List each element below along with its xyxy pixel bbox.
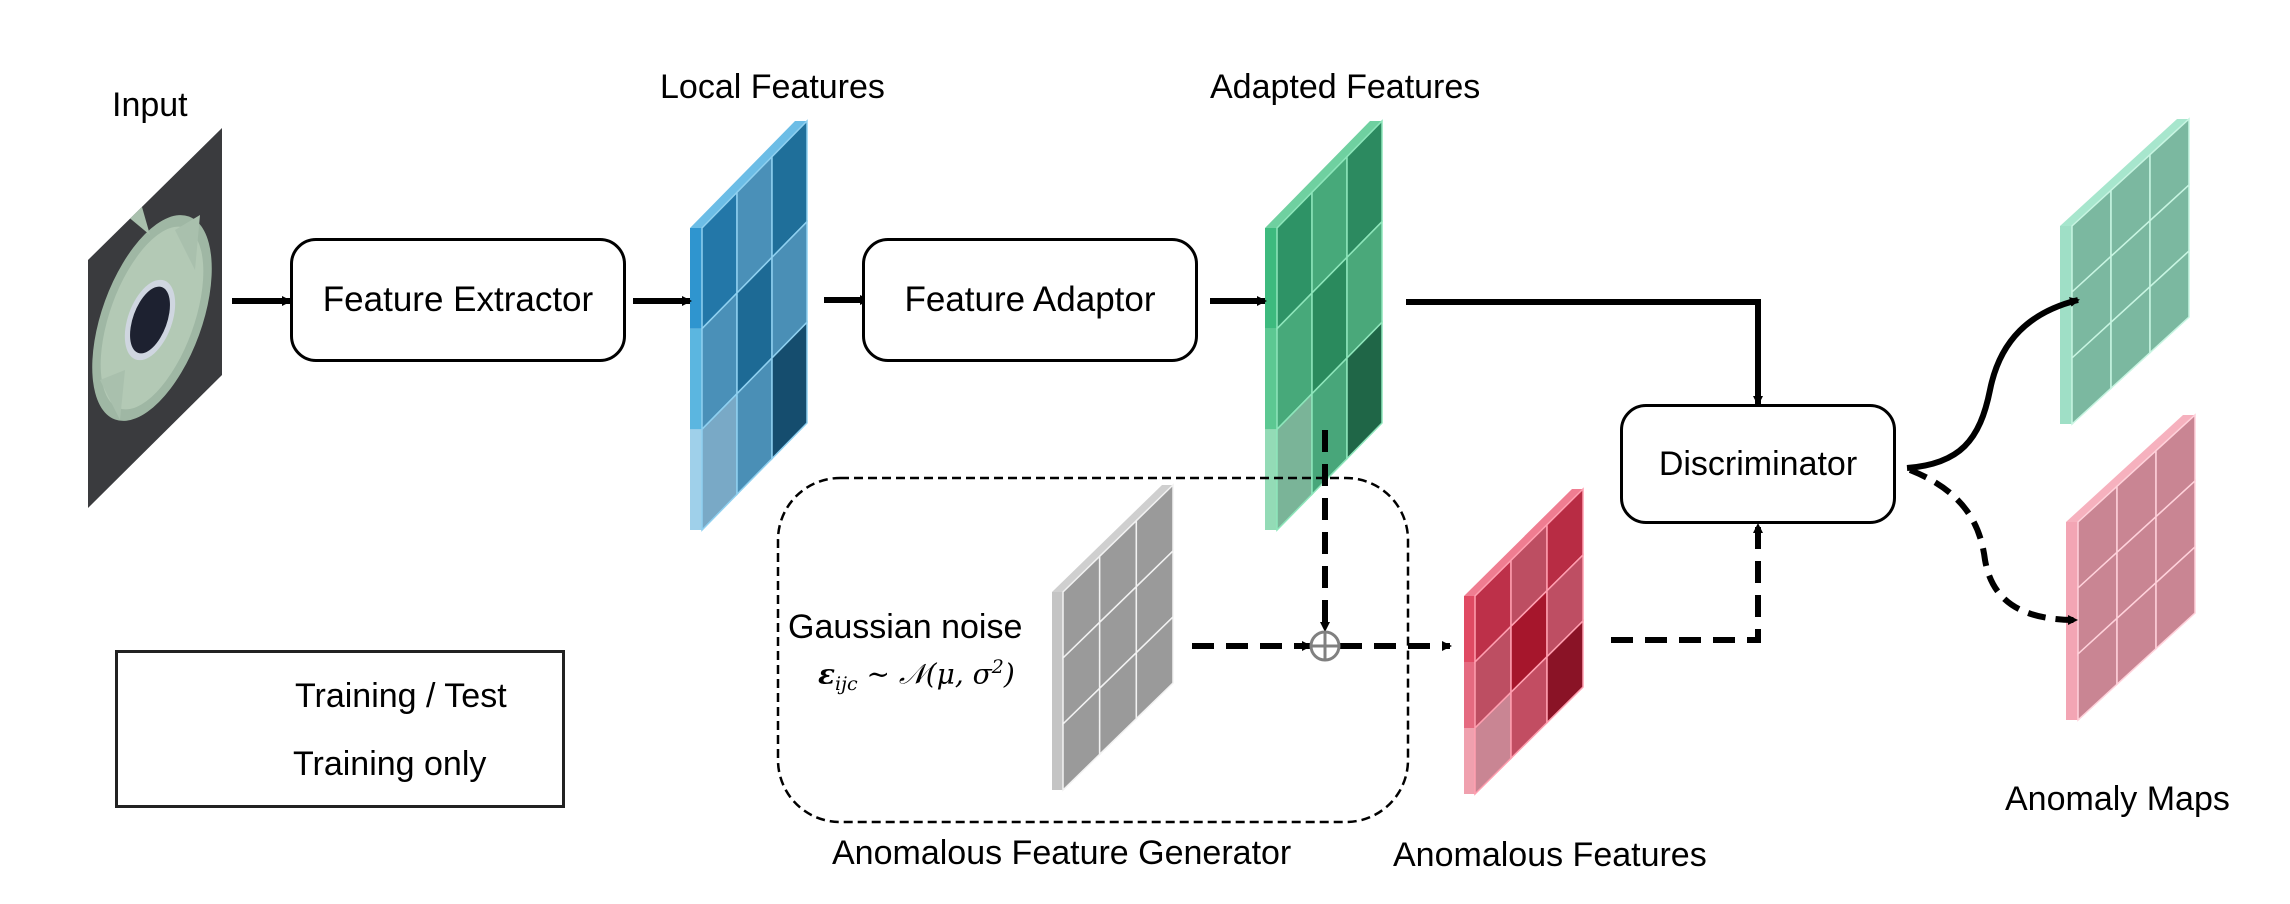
anomalous-features-map <box>1464 487 1584 796</box>
feature-adaptor-label: Feature Adaptor <box>904 280 1156 319</box>
formula-power: 2 <box>991 656 1004 678</box>
formula-epsilon: ε <box>818 657 836 691</box>
input-object <box>92 200 212 421</box>
sum-node-icon <box>1309 630 1341 662</box>
input-label: Input <box>112 86 188 124</box>
map-top-edge <box>2060 119 2189 226</box>
anomalous-features-label: Anomalous Features <box>1393 836 1707 874</box>
formula-close: ) <box>1003 657 1015 691</box>
map-top-edge <box>1464 489 1583 596</box>
feature-adaptor-box: Feature Adaptor <box>862 238 1198 362</box>
anomaly-map-normal <box>2060 117 2190 426</box>
map-top-edge <box>2066 415 2195 522</box>
map-side-segment <box>1265 429 1277 530</box>
map-side-segment <box>690 328 702 430</box>
adapted-features-map <box>1265 119 1383 532</box>
gaussian-noise-formula: εijc ~ 𝒩(μ, σ2) <box>818 656 1015 695</box>
map-cell <box>2155 545 2196 651</box>
arrow-discriminator-to-normal-map <box>1906 297 2080 471</box>
local-features-map <box>690 119 808 532</box>
map-side-segment <box>2060 292 2072 358</box>
map-side-segment <box>1052 592 1063 658</box>
anomalous-feature-generator-container <box>776 476 1410 824</box>
map-cell <box>1346 320 1383 461</box>
solid-arrows <box>232 295 2080 471</box>
arrow-discriminator-to-anomaly-map <box>1908 467 2078 625</box>
feature-extractor-label: Feature Extractor <box>322 280 594 319</box>
map-side-segment <box>1265 228 1277 329</box>
map-side-segment <box>1464 728 1475 794</box>
gaussian-noise-map <box>1052 483 1174 792</box>
map-side-segment <box>2066 522 2078 588</box>
formula-subscript: ijc <box>835 672 858 695</box>
map-side-segment <box>1265 328 1277 430</box>
anomaly-map-anomalous <box>2066 413 2196 722</box>
arrow-adapted-to-discriminator <box>1406 299 1763 406</box>
map-cell <box>2149 249 2190 355</box>
map-side-segment <box>2066 654 2078 720</box>
arrow-anomalous-to-discriminator <box>1611 523 1763 643</box>
legend-solid-label: Training / Test <box>295 677 507 715</box>
map-side-segment <box>2060 226 2072 292</box>
generator-label: Anomalous Feature Generator <box>832 834 1292 872</box>
formula-params: (μ, σ <box>925 657 992 691</box>
feature-extractor-box: Feature Extractor <box>290 238 626 362</box>
map-side-segment <box>1464 662 1475 728</box>
map-top-edge <box>1052 485 1173 592</box>
legend-dashed-label: Training only <box>293 745 487 783</box>
legend: Training / Test Training only <box>115 650 565 808</box>
anomaly-maps-label: Anomaly Maps <box>2005 780 2230 818</box>
formula-distribution: 𝒩 <box>898 657 926 691</box>
adapted-features-label: Adapted Features <box>1210 68 1481 106</box>
map-top-edge <box>690 121 807 228</box>
map-top-edge <box>1265 121 1382 228</box>
map-cell <box>1546 619 1584 725</box>
gaussian-noise-label: Gaussian noise <box>788 608 1023 646</box>
local-features-label: Local Features <box>660 68 885 106</box>
map-side-segment <box>1052 658 1063 724</box>
map-side-segment <box>690 429 702 530</box>
map-cell <box>771 320 808 461</box>
map-side-segment <box>1052 724 1063 790</box>
formula-relation: ~ <box>857 657 899 691</box>
map-side-segment <box>1464 596 1475 662</box>
discriminator-label: Discriminator <box>1658 444 1858 483</box>
input-image <box>88 128 222 508</box>
map-side-segment <box>2060 358 2072 424</box>
map-cell <box>1135 615 1174 721</box>
map-side-segment <box>690 228 702 329</box>
dashed-arrows <box>1192 430 2078 651</box>
discriminator-box: Discriminator <box>1620 404 1896 524</box>
